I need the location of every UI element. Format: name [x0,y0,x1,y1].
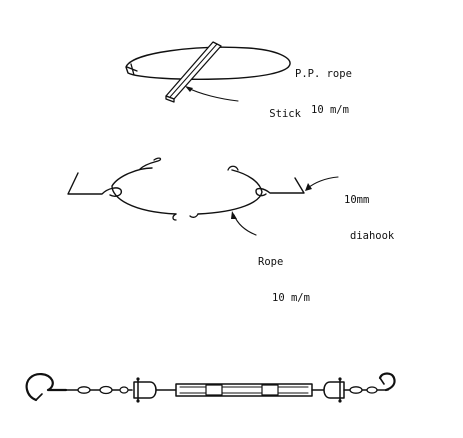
pp-rope-label: P.P. rope 10 m/m [295,44,352,140]
stick-label-text: Stick [269,108,301,120]
rope-knot [126,63,138,76]
pp-rope-label-line2: 10 m/m [311,104,349,116]
pp-rope-label-line1: P.P. rope [295,68,352,80]
rope-pointer-arrow [233,214,257,236]
left-rope-segment [111,167,177,215]
stick-label: Stick [244,96,301,132]
rope-with-diahooks [67,157,339,236]
right-rope-segment [197,169,263,215]
turnbuckle-assembly [25,372,396,403]
diahook-label-line1: 10mm [344,194,370,206]
diahook-label: 10mm diahook [344,170,394,266]
rope-label-line2: 10 m/m [272,292,310,304]
rope-label: Rope 10 m/m [258,232,310,328]
left-link-1 [77,386,91,394]
pp-rope-loop [125,46,291,80]
rope-loop-with-stick [125,41,291,103]
stick-pointer-arrow [187,87,239,102]
left-link-2 [99,385,113,395]
turnbuckle-body [155,383,327,397]
right-diahook [255,177,305,197]
rope-label-line1: Rope [258,256,284,268]
left-end-hook [25,373,68,402]
right-link-2 [366,386,378,394]
diahook-label-line2: diahook [350,230,395,242]
right-shackle [323,381,345,399]
stick [165,41,222,103]
diahook-pointer-arrow [307,176,339,189]
right-link-1 [349,386,363,394]
right-end-hook [378,372,396,392]
